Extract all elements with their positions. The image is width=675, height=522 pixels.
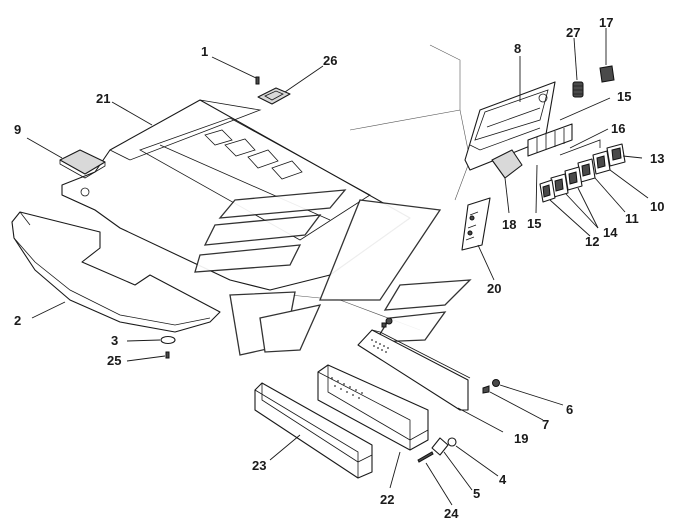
switch-strip — [527, 123, 573, 157]
box-section — [254, 382, 373, 479]
callout-15-lower: 15 — [527, 216, 541, 231]
callout-6: 6 — [566, 402, 573, 417]
angled-side-rail — [357, 329, 471, 411]
pin — [255, 76, 260, 85]
callout-20: 20 — [487, 281, 501, 296]
small-hardware — [160, 317, 500, 463]
callout-17: 17 — [599, 15, 613, 30]
callout-21: 21 — [96, 91, 110, 106]
callout-8: 8 — [514, 41, 521, 56]
callout-3: 3 — [111, 333, 118, 348]
callout-22: 22 — [380, 492, 394, 507]
callout-2: 2 — [14, 313, 21, 328]
clip-7 — [482, 385, 490, 394]
bolt-6 — [492, 379, 500, 387]
perforated-channel — [317, 364, 429, 451]
small-clip — [599, 65, 615, 83]
callout-24: 24 — [444, 506, 459, 521]
small-plate — [257, 87, 291, 105]
callout-19: 19 — [514, 431, 528, 446]
watermark-logo — [194, 189, 472, 356]
washer-3 — [160, 335, 176, 345]
callout-25: 25 — [107, 353, 121, 368]
callout-1: 1 — [201, 44, 208, 59]
panel-vent-slots — [204, 129, 303, 180]
callout-9: 9 — [14, 122, 21, 137]
callout-4: 4 — [499, 472, 507, 487]
screw-25 — [165, 351, 170, 359]
callout-7: 7 — [542, 417, 549, 432]
spring — [572, 81, 584, 98]
callout-10: 10 — [650, 199, 664, 214]
nut-4 — [447, 437, 457, 447]
screw-upper — [385, 317, 393, 325]
pin-24 — [417, 451, 434, 463]
callout-26: 26 — [323, 53, 337, 68]
switch-frame — [559, 139, 601, 156]
square-pad — [59, 149, 106, 179]
rail-perforations — [371, 339, 389, 353]
switch-modules — [539, 143, 626, 203]
callout-5: 5 — [473, 486, 480, 501]
cap-5 — [431, 437, 449, 456]
callout-11: 11 — [625, 211, 639, 226]
bracket — [461, 197, 491, 251]
callout-13: 13 — [650, 151, 664, 166]
callout-23: 23 — [252, 458, 266, 473]
callout-labels: 1 2 3 4 5 6 7 8 9 10 11 12 13 14 15 15 1… — [14, 15, 664, 521]
channel-perforations — [331, 377, 363, 399]
callout-15-upper: 15 — [617, 89, 631, 104]
callout-14: 14 — [603, 225, 618, 240]
leader-lines — [26, 28, 649, 506]
callout-16: 16 — [611, 121, 625, 136]
rear-panel — [464, 81, 556, 171]
main-cover-panel — [61, 99, 411, 291]
callout-18: 18 — [502, 217, 516, 232]
curved-front-shelf — [11, 211, 221, 333]
callout-27: 27 — [566, 25, 580, 40]
label-block — [491, 149, 523, 179]
callout-12: 12 — [585, 234, 599, 249]
